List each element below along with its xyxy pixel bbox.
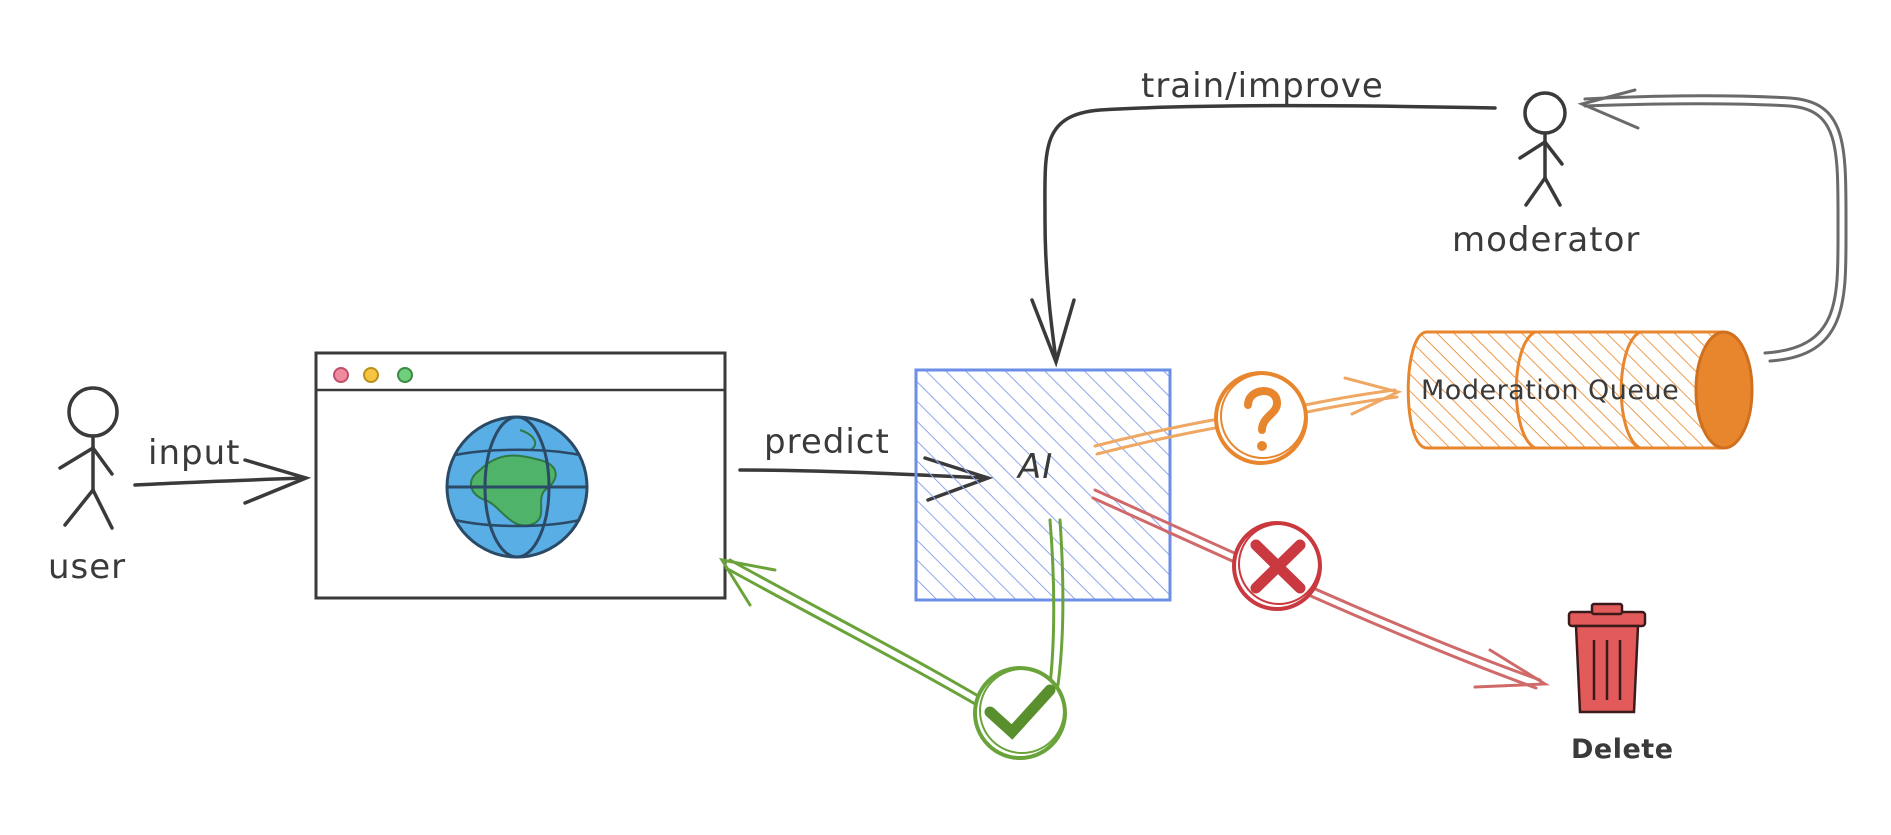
question-icon [1214,371,1308,465]
globe-icon [445,415,589,559]
predict-label: predict [764,422,890,462]
window-maximize-dot [397,367,413,383]
input-label: input [148,433,240,473]
train-arrow [1030,103,1497,368]
user-label: user [48,547,126,587]
moderator-icon [1518,91,1567,207]
browser-window [314,351,727,600]
moderation-queue-label: Moderation Queue [1421,375,1679,406]
reject-arrow [1091,488,1550,690]
queue-to-moderator-arrow [1577,88,1848,363]
approve-check-icon [973,666,1067,760]
approve-arrow [718,518,1065,710]
delete-label: Delete [1571,734,1674,765]
train-improve-label: train/improve [1141,66,1384,106]
window-minimize-dot [363,367,379,383]
window-close-dot [333,367,349,383]
ai-model-box [914,368,1172,602]
reject-x-icon [1232,521,1322,611]
trash-icon [1567,602,1647,714]
moderator-label: moderator [1452,220,1640,260]
input-arrow [133,458,312,505]
moderation-queue-cylinder [1406,330,1754,450]
user-icon [58,386,119,530]
ai-label: AI [1016,447,1053,487]
